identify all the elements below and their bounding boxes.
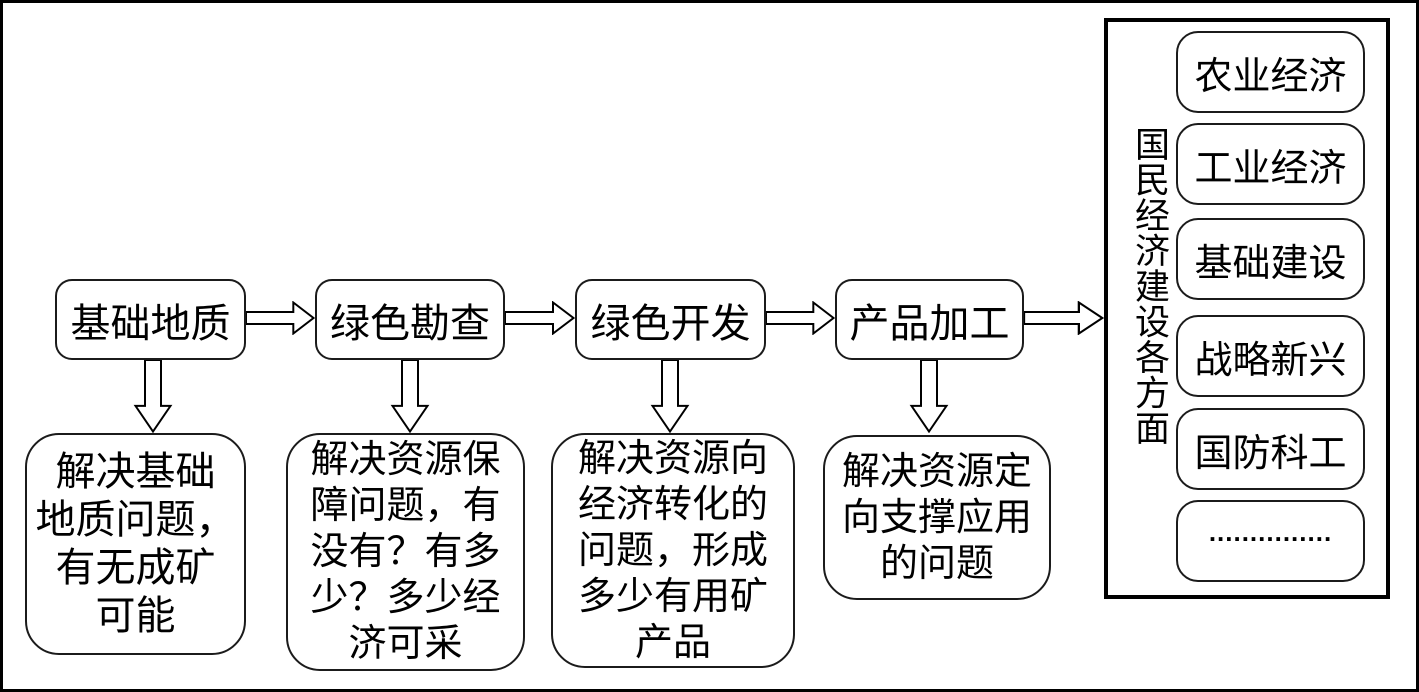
panel-item-strategic-emerging: 战略新兴	[1176, 315, 1365, 397]
stage-box-product-processing: 产品加工	[835, 279, 1024, 360]
arrow-right-icon-2	[505, 301, 575, 335]
panel-item-defense-science-industry: 国防科工	[1176, 408, 1365, 490]
detail-text: 解决资源定 向支撑应用 的问题	[841, 450, 1032, 585]
detail-box-basic-geology: 解决基础 地质问题， 有无成矿 可能	[25, 433, 246, 655]
panel-item-agricultural-economy: 农业经济	[1176, 31, 1365, 113]
detail-text: 解决基础 地质问题， 有无成矿 可能	[35, 450, 236, 638]
arrow-right-icon-4	[1024, 301, 1104, 335]
arrow-down-icon-3	[650, 360, 690, 433]
stage-box-green-development: 绿色开发	[575, 279, 766, 360]
panel-item-label: ...............	[1208, 516, 1333, 547]
arrow-down-icon-1	[133, 360, 173, 433]
detail-box-product-processing: 解决资源定 向支撑应用 的问题	[823, 435, 1051, 600]
panel-vertical-title: 国民经济建设各方面	[1130, 126, 1169, 446]
stage-label: 绿色开发	[590, 301, 751, 346]
stage-label: 基础地质	[70, 301, 231, 346]
stage-label: 绿色勘查	[330, 301, 490, 346]
stage-label: 产品加工	[849, 301, 1010, 346]
stage-box-green-exploration: 绿色勘查	[315, 279, 505, 360]
detail-text: 解决资源保 障问题，有 没有？有多 少？多少经 济可采	[310, 439, 501, 665]
panel-item-label: 工业经济	[1194, 147, 1347, 190]
panel-item-label: 基础建设	[1194, 242, 1347, 285]
panel-item-ellipsis: ...............	[1176, 500, 1365, 582]
arrow-right-icon-1	[246, 301, 315, 335]
panel-item-infrastructure-construction: 基础建设	[1176, 218, 1365, 300]
detail-box-green-development: 解决资源向 经济转化的 问题，形成 多少有用矿 产品	[551, 433, 795, 668]
detail-text: 解决资源向 经济转化的 问题，形成 多少有用矿 产品	[577, 437, 768, 664]
panel-item-label: 农业经济	[1194, 55, 1347, 98]
panel-item-industrial-economy: 工业经济	[1176, 123, 1365, 205]
arrow-right-icon-3	[766, 301, 835, 335]
panel-item-label: 战略新兴	[1194, 339, 1347, 382]
national-economy-panel: 国民经济建设各方面 农业经济 工业经济 基础建设 战略新兴 国防科工 .....…	[1104, 18, 1390, 599]
detail-box-green-exploration: 解决资源保 障问题，有 没有？有多 少？多少经 济可采	[286, 433, 525, 671]
arrow-down-icon-2	[390, 360, 430, 433]
stage-box-basic-geology: 基础地质	[55, 279, 246, 360]
panel-item-label: 国防科工	[1194, 432, 1347, 475]
arrow-down-icon-4	[909, 360, 949, 433]
